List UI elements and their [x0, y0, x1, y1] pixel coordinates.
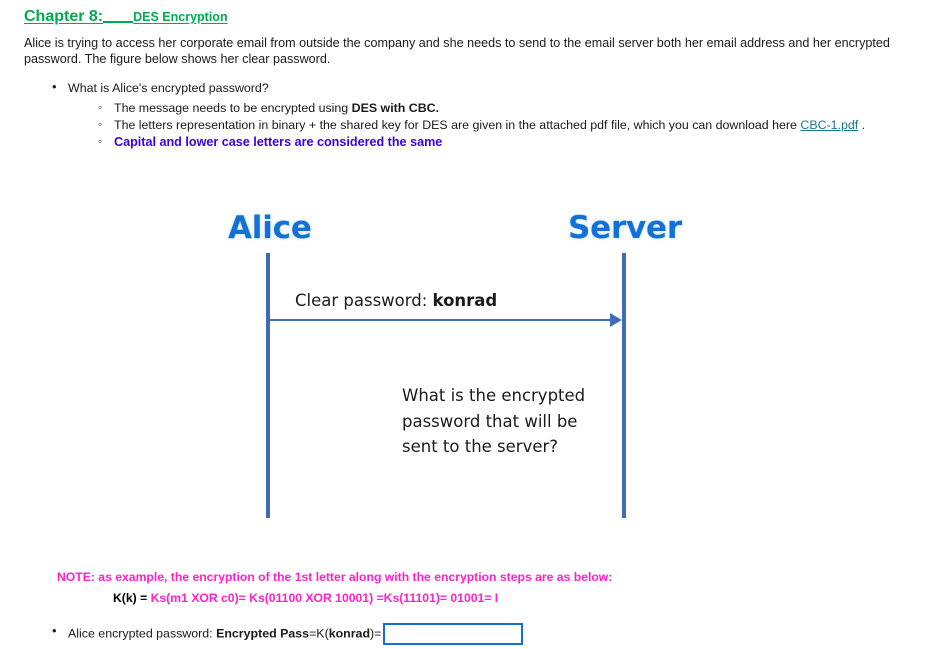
message-label-value: konrad [432, 291, 498, 310]
task-list: What is Alice's encrypted password? The … [50, 79, 910, 151]
list-item-case-note: Capital and lower case letters are consi… [98, 133, 910, 150]
message-label-clear-password: Clear password: konrad [295, 291, 497, 310]
case-note-text: Capital and lower case letters are consi… [114, 135, 443, 149]
list-item-question: What is Alice's encrypted password? The … [50, 79, 910, 150]
note-formula-lhs: K(k) = [113, 591, 151, 605]
chapter-title-rule [103, 21, 134, 23]
list-item-des-cbc: The message needs to be encrypted using … [98, 99, 910, 116]
answer-row-item: Alice encrypted password: Encrypted Pass… [50, 622, 910, 645]
task-sublist: The message needs to be encrypted using … [68, 99, 910, 150]
answer-equals-end: )= [370, 626, 382, 641]
answer-prefix: Alice encrypted password: [68, 626, 217, 641]
actor-label-server: Server [568, 210, 682, 246]
sub-item-2-text: The letters representation in binary + t… [114, 118, 801, 132]
chapter-title-sub: DES Encryption [133, 10, 228, 24]
message-label-prefix: Clear password: [295, 291, 433, 310]
lifeline-server [622, 253, 626, 518]
encrypted-password-input[interactable] [383, 623, 524, 645]
chapter-title-main: Chapter 8: [24, 8, 104, 25]
answer-bold-pass: konrad [328, 626, 371, 641]
sub-item-1-bold: DES with CBC. [351, 101, 440, 115]
answer-equals-mid: =K( [309, 626, 329, 641]
answer-section: Alice encrypted password: Encrypted Pass… [50, 622, 910, 645]
question-label: What is Alice's encrypted password? [68, 81, 269, 95]
lifeline-alice [266, 253, 270, 518]
page-title: Chapter 8: DES Encryption [24, 9, 228, 25]
message-arrow-head-icon [610, 313, 622, 327]
sub-item-1-text: The message needs to be encrypted using [114, 101, 352, 115]
diagram-question-text: What is the encrypted password that will… [402, 386, 586, 456]
actor-label-alice: Alice [228, 210, 312, 246]
intro-paragraph: Alice is trying to access her corporate … [24, 36, 890, 66]
sub-item-2-suffix: . [858, 118, 866, 132]
note-formula-rhs: Ks(m1 XOR c0)= Ks(01100 XOR 10001) =Ks(1… [150, 591, 499, 605]
answer-bold-label: Encrypted Pass [216, 626, 310, 641]
list-item-pdf: The letters representation in binary + t… [98, 116, 910, 133]
note-formula: K(k) = Ks(m1 XOR c0)= Ks(01100 XOR 10001… [113, 591, 498, 605]
cbc-pdf-link[interactable]: CBC-1.pdf [800, 118, 859, 132]
note-heading: NOTE: as example, the encryption of the … [57, 570, 613, 584]
message-arrow-line [268, 319, 614, 321]
